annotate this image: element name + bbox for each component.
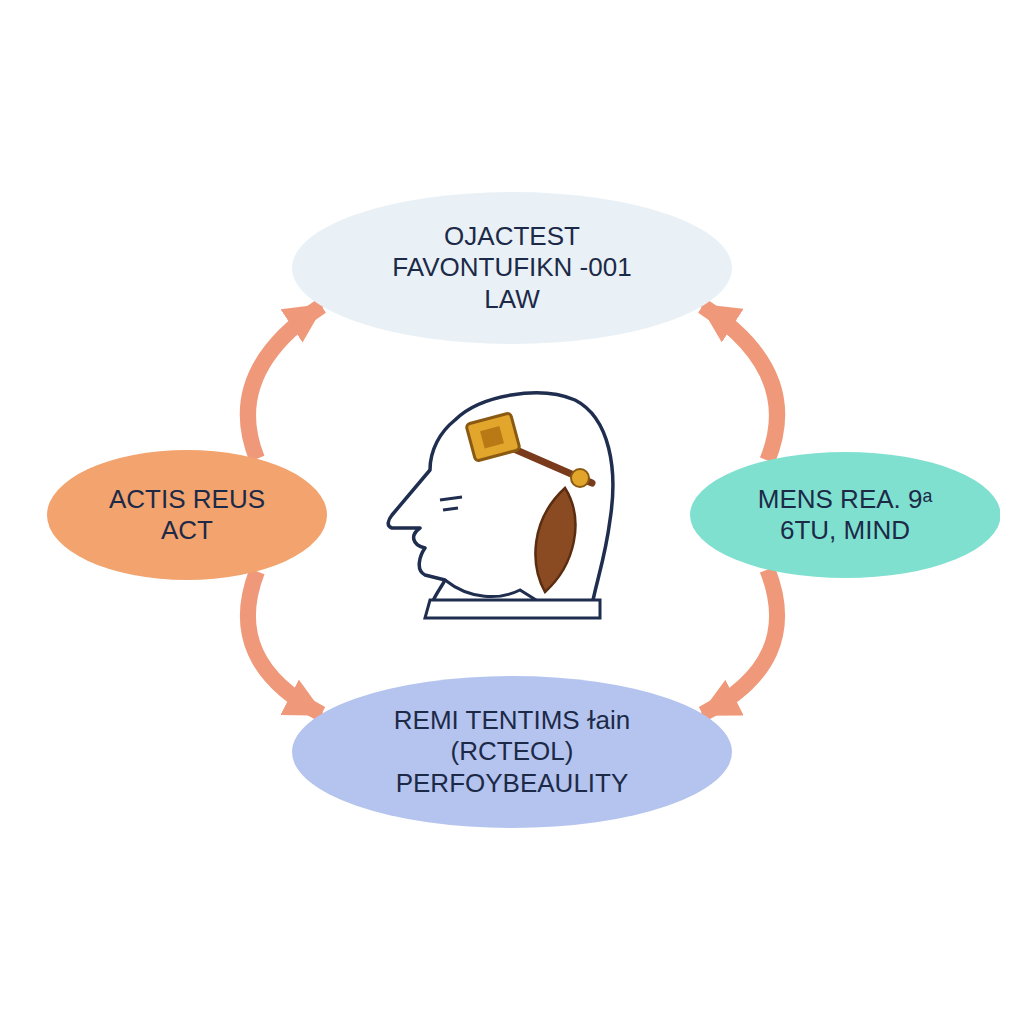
left-ellipse: ACTIS REUS ACT [47,450,327,580]
eye-brow [440,497,462,500]
top-ellipse: OJACTEST FAVONTUFIKN -001 LAW [292,192,732,344]
node-label: MENS REA. 9ᵃ 6TU, MIND [737,484,952,546]
curved-arrow [248,306,322,459]
eye [443,508,458,510]
collar [425,600,600,618]
ellipse-fill [690,452,1001,578]
node-label: ACTIS REUS ACT [102,484,272,546]
ellipse-fill [47,450,327,580]
gavel-head [466,413,520,462]
curved-arrow [703,306,778,460]
bottom-ellipse: REMI TENTIMS ɫain (RCTEOL) PERFOYBEAULIT… [292,676,732,828]
head-outline [388,393,613,615]
right-ellipse: MENS REA. 9ᵃ 6TU, MIND [690,452,1001,578]
gavel-knob [571,469,589,487]
ellipse-fill [292,676,732,828]
curved-arrow [703,570,778,714]
node-label: OJACTEST FAVONTUFIKN -001 LAW [362,221,662,315]
tassel [535,488,575,592]
ellipse-fill [292,192,732,344]
curved-arrow [248,571,322,714]
node-label: REMI TENTIMS ɫain (RCTEOL) PERFOYBEAULIT… [362,705,662,799]
gavel-face [480,426,504,449]
